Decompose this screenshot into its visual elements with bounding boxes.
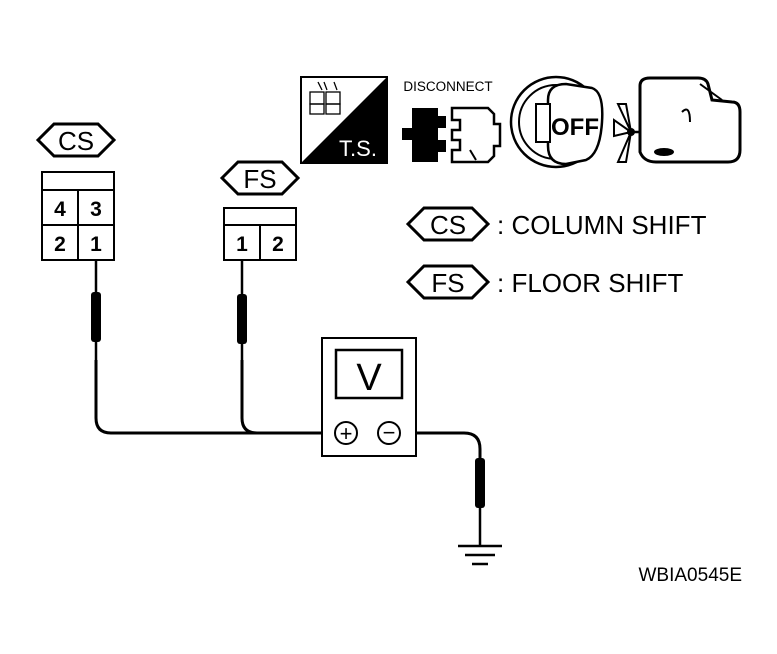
off-label: OFF bbox=[551, 114, 599, 141]
engine-icon bbox=[613, 76, 742, 164]
legend-fs: FS : FLOOR SHIFT bbox=[405, 264, 683, 300]
ground-wire bbox=[400, 431, 482, 458]
legend-fs-text: : FLOOR SHIFT bbox=[497, 268, 683, 298]
ground-probe bbox=[475, 458, 485, 546]
cs-tag-label: CS bbox=[58, 126, 94, 156]
cs-terminal-1: 1 bbox=[90, 233, 102, 256]
connector-sketch-icon bbox=[309, 81, 341, 115]
cs-wire bbox=[94, 360, 334, 435]
voltmeter: V + − bbox=[321, 337, 417, 457]
cs-tag: CS bbox=[35, 122, 117, 158]
fs-wire bbox=[240, 360, 258, 435]
cs-terminal-2: 2 bbox=[54, 233, 66, 256]
fs-probe bbox=[237, 260, 247, 360]
fs-connector: 1 2 bbox=[223, 207, 297, 261]
voltmeter-symbol: V bbox=[356, 357, 382, 399]
negative-terminal-icon: − bbox=[383, 420, 396, 445]
fs-tag: FS bbox=[219, 160, 301, 196]
cs-connector: 4 3 2 1 bbox=[41, 171, 115, 261]
positive-terminal-icon: + bbox=[340, 421, 353, 446]
fs-terminal-1: 1 bbox=[236, 233, 248, 256]
ts-icon: T.S. bbox=[300, 76, 388, 164]
cs-probe bbox=[91, 260, 101, 360]
cs-terminal-3: 3 bbox=[90, 198, 102, 221]
fs-terminal-2: 2 bbox=[272, 233, 284, 256]
legend-cs: CS : COLUMN SHIFT bbox=[405, 206, 707, 242]
ground-icon bbox=[458, 544, 502, 566]
disconnect-label: DISCONNECT bbox=[403, 79, 492, 94]
legend-cs-text: : COLUMN SHIFT bbox=[497, 210, 707, 240]
disconnect-icon: DISCONNECT bbox=[402, 79, 502, 164]
ignition-off-icon: OFF bbox=[509, 75, 604, 169]
fan-icon bbox=[613, 103, 640, 163]
ts-label: T.S. bbox=[339, 136, 377, 161]
fs-tag-label: FS bbox=[243, 164, 276, 194]
cs-terminal-4: 4 bbox=[54, 198, 66, 221]
legend-cs-tag: CS bbox=[430, 210, 466, 240]
figure-id: WBIA0545E bbox=[639, 565, 743, 586]
legend-fs-tag: FS bbox=[431, 268, 464, 298]
